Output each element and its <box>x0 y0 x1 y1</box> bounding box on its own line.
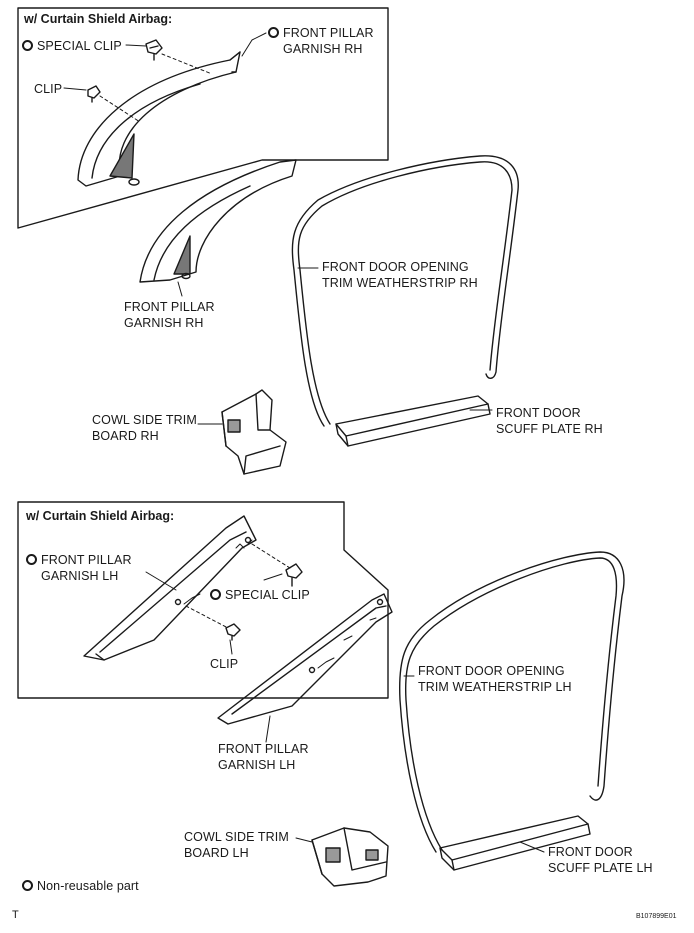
bottom-box-pillar-garnish <box>83 515 257 661</box>
top-box-clip-part <box>87 85 101 103</box>
non-reusable-marker-icon <box>268 27 279 38</box>
top-box-special-clip-part <box>145 39 163 61</box>
lh-scuff-plate-label: FRONT DOOR SCUFF PLATE LH <box>548 845 653 875</box>
rh-cowl-side-trim-label: COWL SIDE TRIM BOARD RH <box>92 413 197 443</box>
bottom-box-special-clip-part <box>285 563 303 587</box>
bottom-box-special-clip-label: SPECIAL CLIP <box>210 587 310 603</box>
lh-weatherstrip-label: FRONT DOOR OPENING TRIM WEATHERSTRIP LH <box>418 664 572 694</box>
bottom-box-clip-part <box>225 623 241 641</box>
figure-id: B107899E01 <box>636 913 677 920</box>
lh-cowl-side-trim-part <box>311 827 389 887</box>
top-box-pillar-garnish <box>77 51 241 187</box>
rh-weatherstrip-part <box>291 155 519 427</box>
bottom-box-title: w/ Curtain Shield Airbag: <box>26 509 175 523</box>
non-reusable-marker-icon <box>22 880 33 891</box>
top-box-title: w/ Curtain Shield Airbag: <box>24 12 173 26</box>
non-reusable-marker-icon <box>26 554 37 565</box>
lh-front-pillar-garnish-part <box>217 593 393 725</box>
bottom-box-pillar-garnish-label: FRONT PILLAR GARNISH LH <box>26 552 132 584</box>
rh-cowl-side-trim-part <box>221 389 287 475</box>
non-reusable-marker-icon <box>22 40 33 51</box>
rh-front-pillar-garnish-part <box>139 159 297 283</box>
top-inset-box <box>17 7 389 229</box>
bottom-box-clip-label: CLIP <box>210 657 239 671</box>
rh-weatherstrip-label: FRONT DOOR OPENING TRIM WEATHERSTRIP RH <box>322 260 478 290</box>
rh-scuff-plate-label: FRONT DOOR SCUFF PLATE RH <box>496 406 603 436</box>
rh-pillar-garnish-label: FRONT PILLAR GARNISH RH <box>124 300 215 330</box>
bottom-inset-box <box>17 501 389 699</box>
lh-cowl-side-trim-label: COWL SIDE TRIM BOARD LH <box>184 830 289 860</box>
non-reusable-marker-icon <box>210 589 221 600</box>
lh-scuff-plate-part <box>439 815 591 871</box>
top-box-clip-label: CLIP <box>34 82 63 96</box>
lh-weatherstrip-part <box>398 551 625 853</box>
top-box-special-clip-label: SPECIAL CLIP <box>22 38 122 54</box>
legend-non-reusable: Non-reusable part <box>22 878 139 894</box>
top-box-pillar-garnish-label: FRONT PILLAR GARNISH RH <box>268 25 374 57</box>
footer-left-mark: T <box>12 909 19 921</box>
rh-scuff-plate-part <box>335 395 491 447</box>
lh-pillar-garnish-label: FRONT PILLAR GARNISH LH <box>218 742 309 772</box>
